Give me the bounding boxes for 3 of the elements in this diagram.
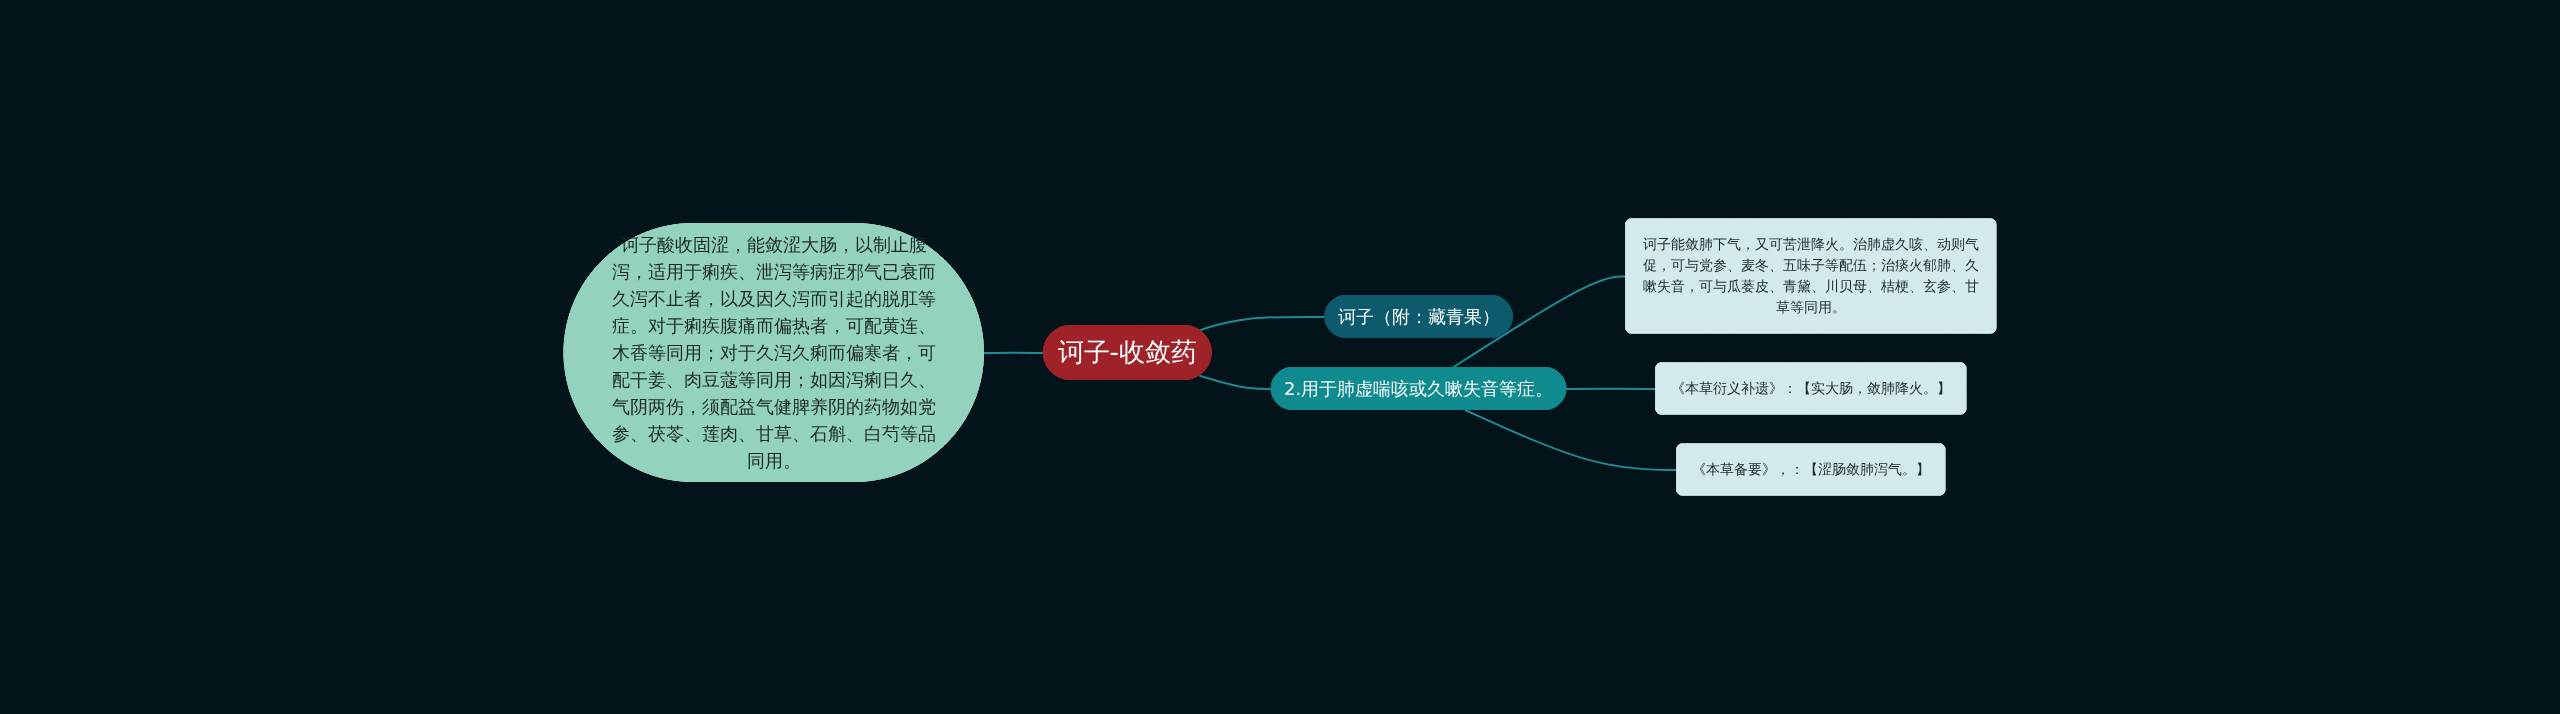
connector	[1198, 374, 1273, 390]
connector	[982, 351, 1045, 354]
connector	[1198, 315, 1327, 332]
